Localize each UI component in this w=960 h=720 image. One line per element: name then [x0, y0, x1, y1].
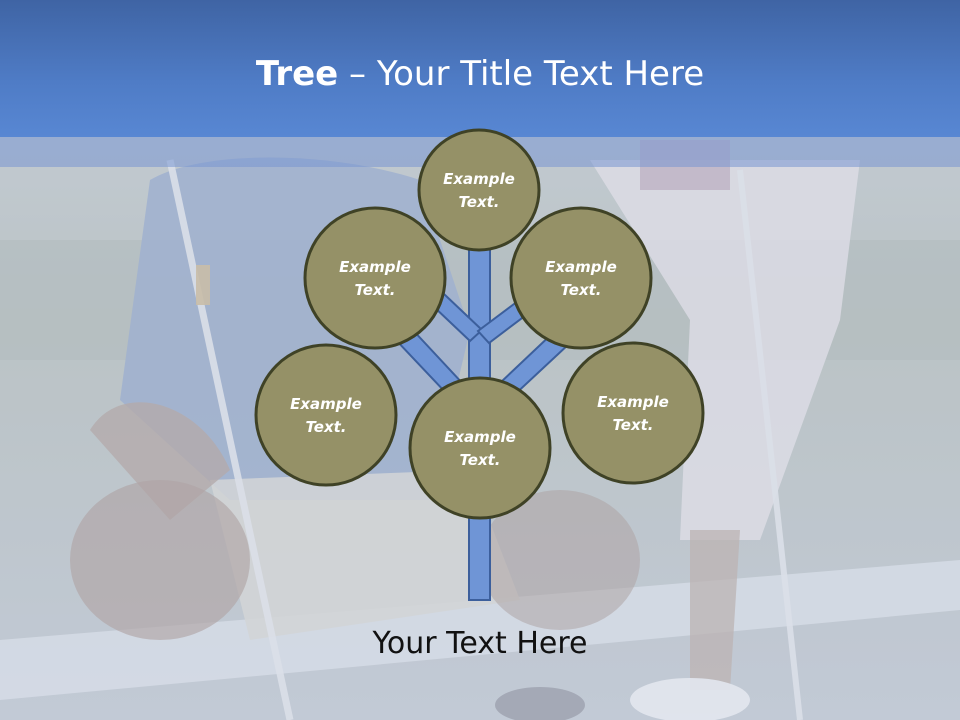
node-upper-right [509, 206, 653, 350]
node-upper-left [303, 206, 447, 350]
node-lower-left [254, 343, 398, 487]
node-bottom [408, 376, 552, 520]
title-band [0, 0, 960, 137]
slide-caption: Your Text Here [372, 626, 588, 661]
title-bold: Tree [255, 54, 339, 94]
slide-title: Tree – Your Title Text Here [0, 52, 960, 96]
tree-nodes [254, 128, 705, 520]
node-lower-right [561, 341, 705, 485]
title-rest: – Your Title Text Here [349, 54, 705, 94]
node-top [417, 128, 541, 252]
